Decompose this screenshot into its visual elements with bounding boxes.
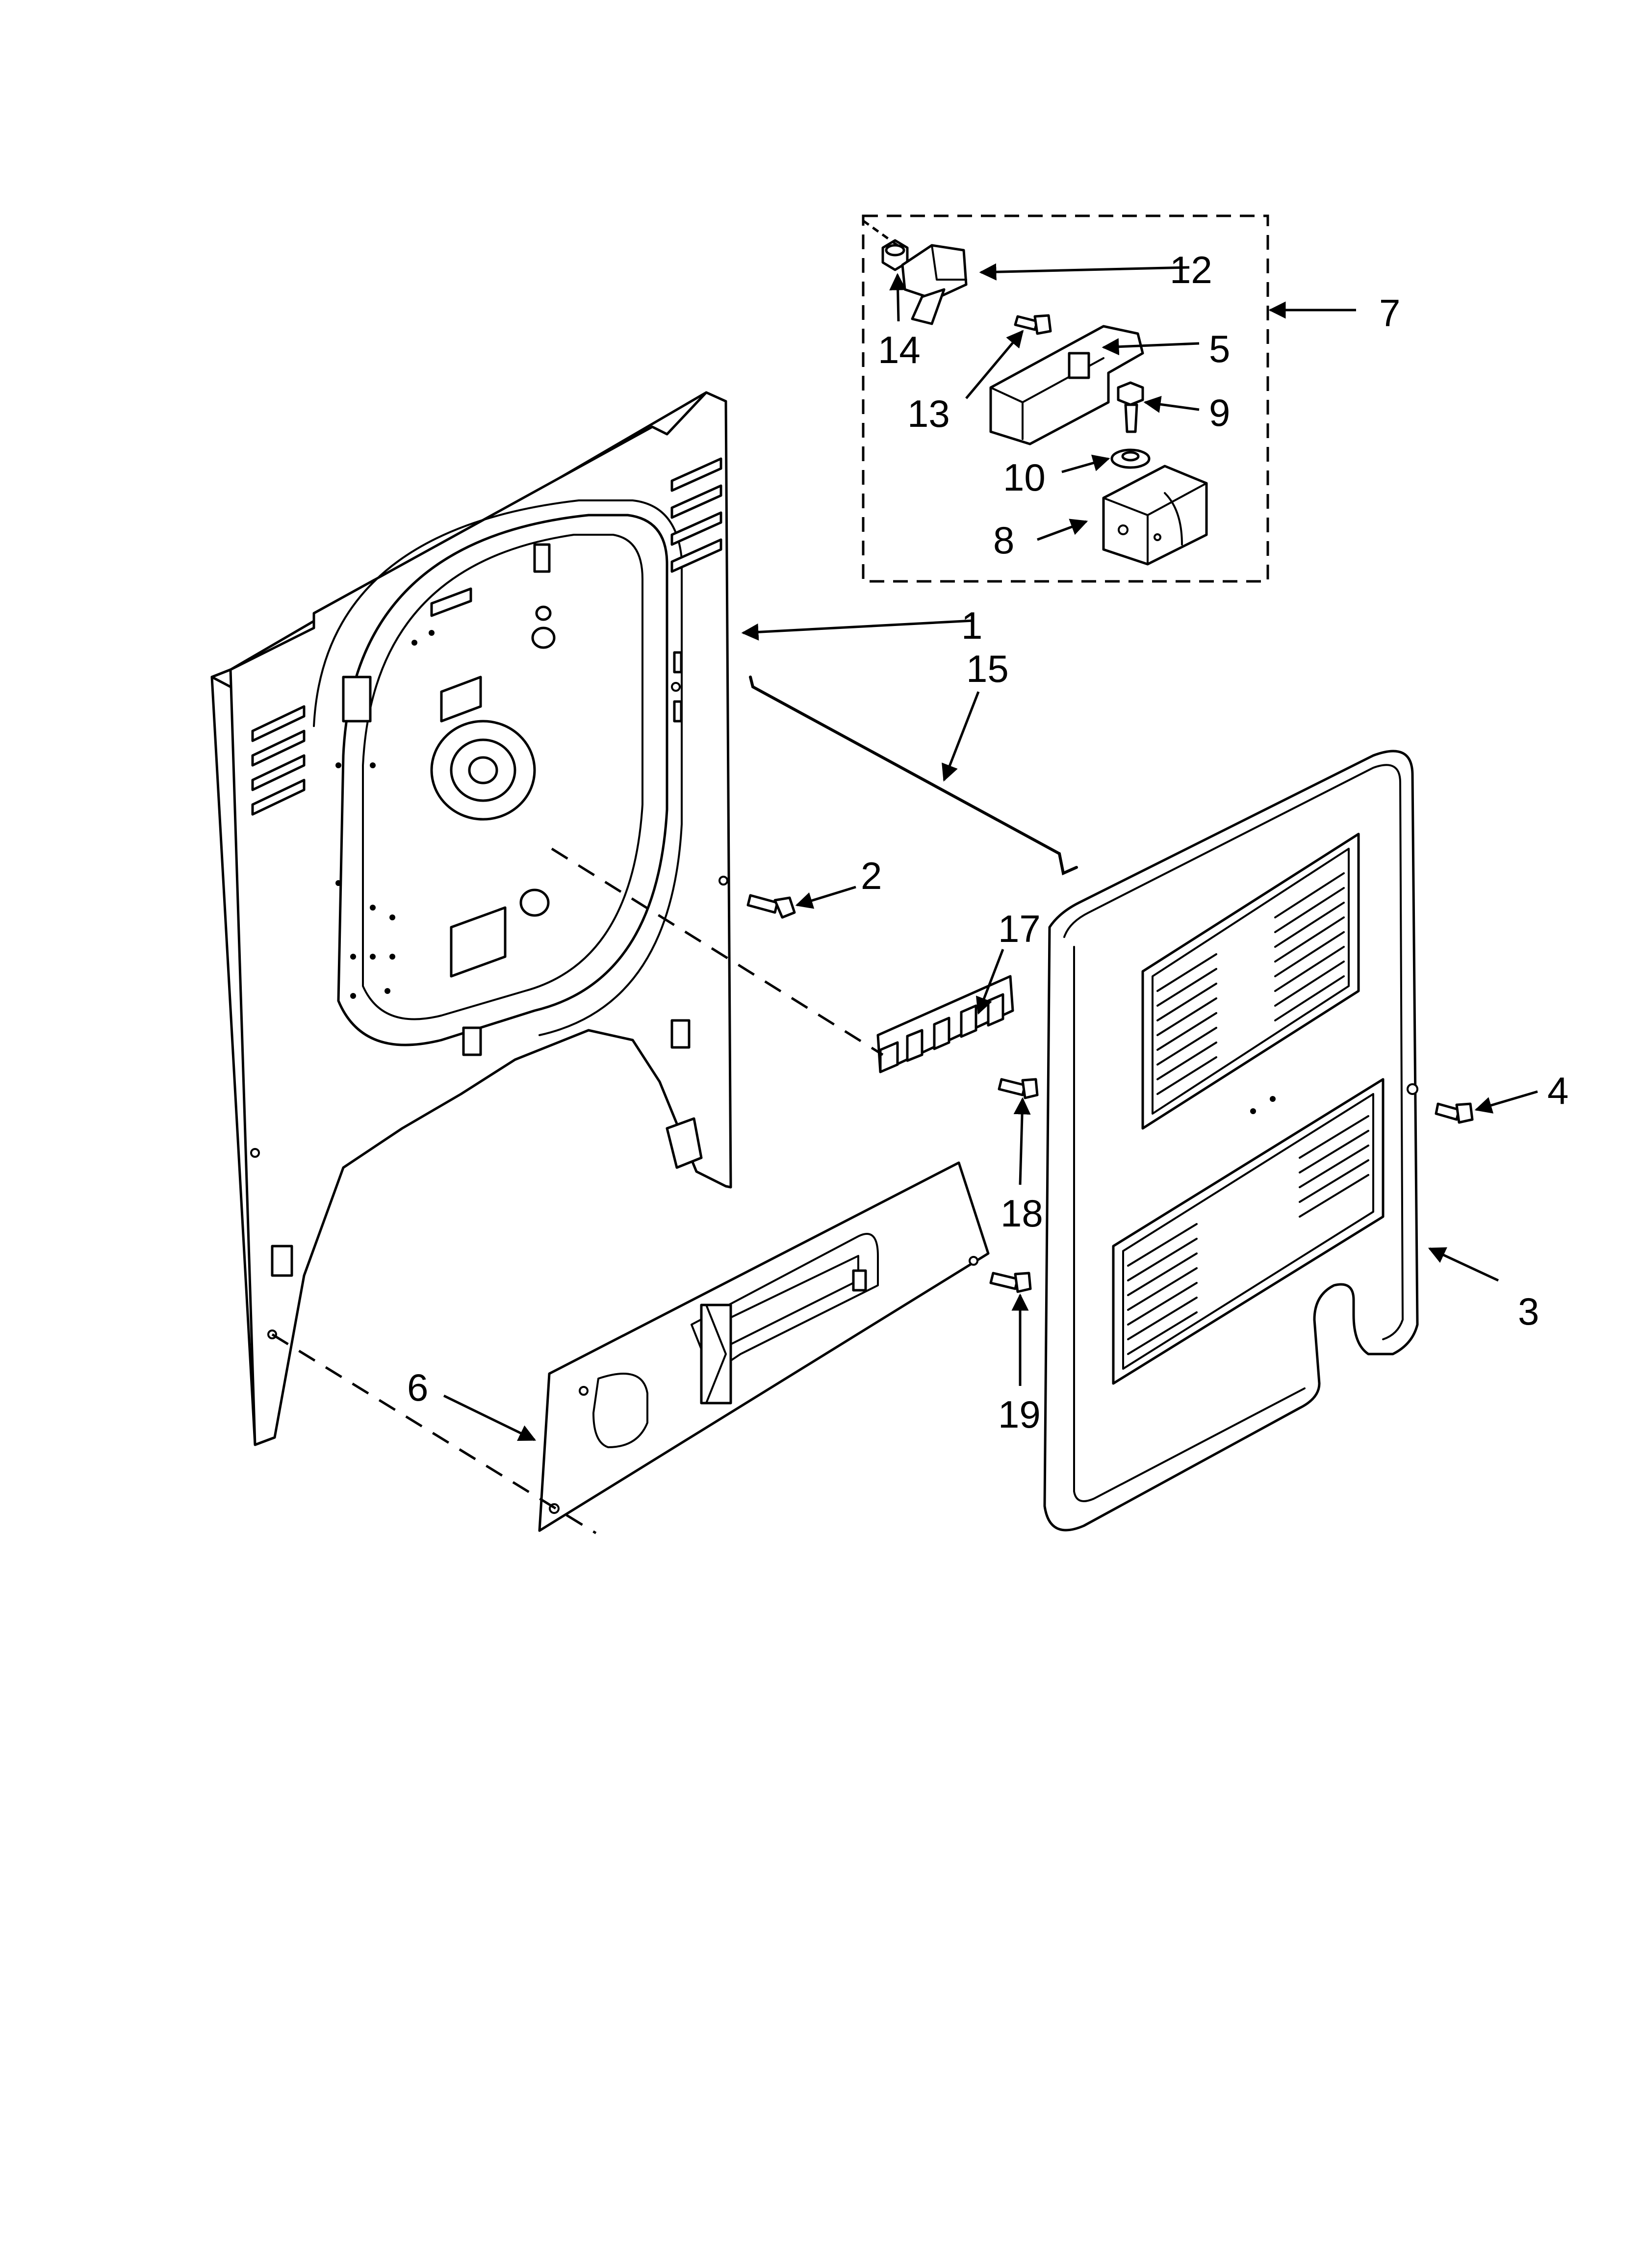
callout-4: 4 — [1547, 1069, 1568, 1112]
lower-plate — [538, 1161, 990, 1532]
block-8 — [1102, 465, 1208, 566]
lower-vent — [1112, 1078, 1385, 1385]
vent-louvres-right — [670, 457, 722, 573]
leader-arrows — [443, 263, 1538, 1441]
assembly-line-6 — [271, 1333, 597, 1535]
panel-rivet-dots — [335, 630, 435, 999]
back-panel — [210, 391, 732, 1446]
assembly-7-box — [862, 214, 1269, 583]
callout-15: 15 — [966, 647, 1009, 690]
callout-17: 17 — [998, 907, 1041, 950]
terminal-block — [876, 975, 1014, 1073]
callout-7: 7 — [1379, 291, 1400, 335]
screw-13 — [1014, 314, 1052, 335]
callout-13: 13 — [907, 392, 950, 435]
switch-12 — [901, 244, 968, 325]
callout-10: 10 — [1003, 456, 1046, 499]
screw-19 — [989, 1272, 1032, 1293]
callout-5: 5 — [1209, 327, 1230, 370]
callout-19: 19 — [998, 1393, 1041, 1436]
callout-1: 1 — [961, 604, 982, 647]
rod — [749, 676, 1078, 876]
side-cover-panel — [1043, 750, 1419, 1532]
callout-9: 9 — [1209, 391, 1230, 434]
upper-vent — [1141, 833, 1360, 1130]
callout-labels: 1 2 3 4 5 6 7 8 9 10 12 13 14 15 17 18 1… — [407, 248, 1568, 1436]
callout-3: 3 — [1518, 1290, 1539, 1333]
screw-9 — [1117, 381, 1144, 433]
callout-2: 2 — [861, 854, 882, 897]
screw-4 — [1435, 1102, 1474, 1124]
screw-2 — [746, 894, 796, 919]
assembly-line-17 — [551, 847, 884, 1056]
bracket-5 — [989, 325, 1144, 445]
callout-12: 12 — [1170, 248, 1212, 291]
screw-18 — [998, 1078, 1039, 1099]
callout-8: 8 — [993, 519, 1014, 562]
callout-18: 18 — [1001, 1192, 1043, 1235]
callout-6: 6 — [407, 1366, 428, 1409]
nut-14 — [881, 239, 909, 271]
vent-louvres-left — [251, 705, 306, 816]
washer-10 — [1110, 448, 1151, 469]
callout-14: 14 — [878, 328, 921, 371]
